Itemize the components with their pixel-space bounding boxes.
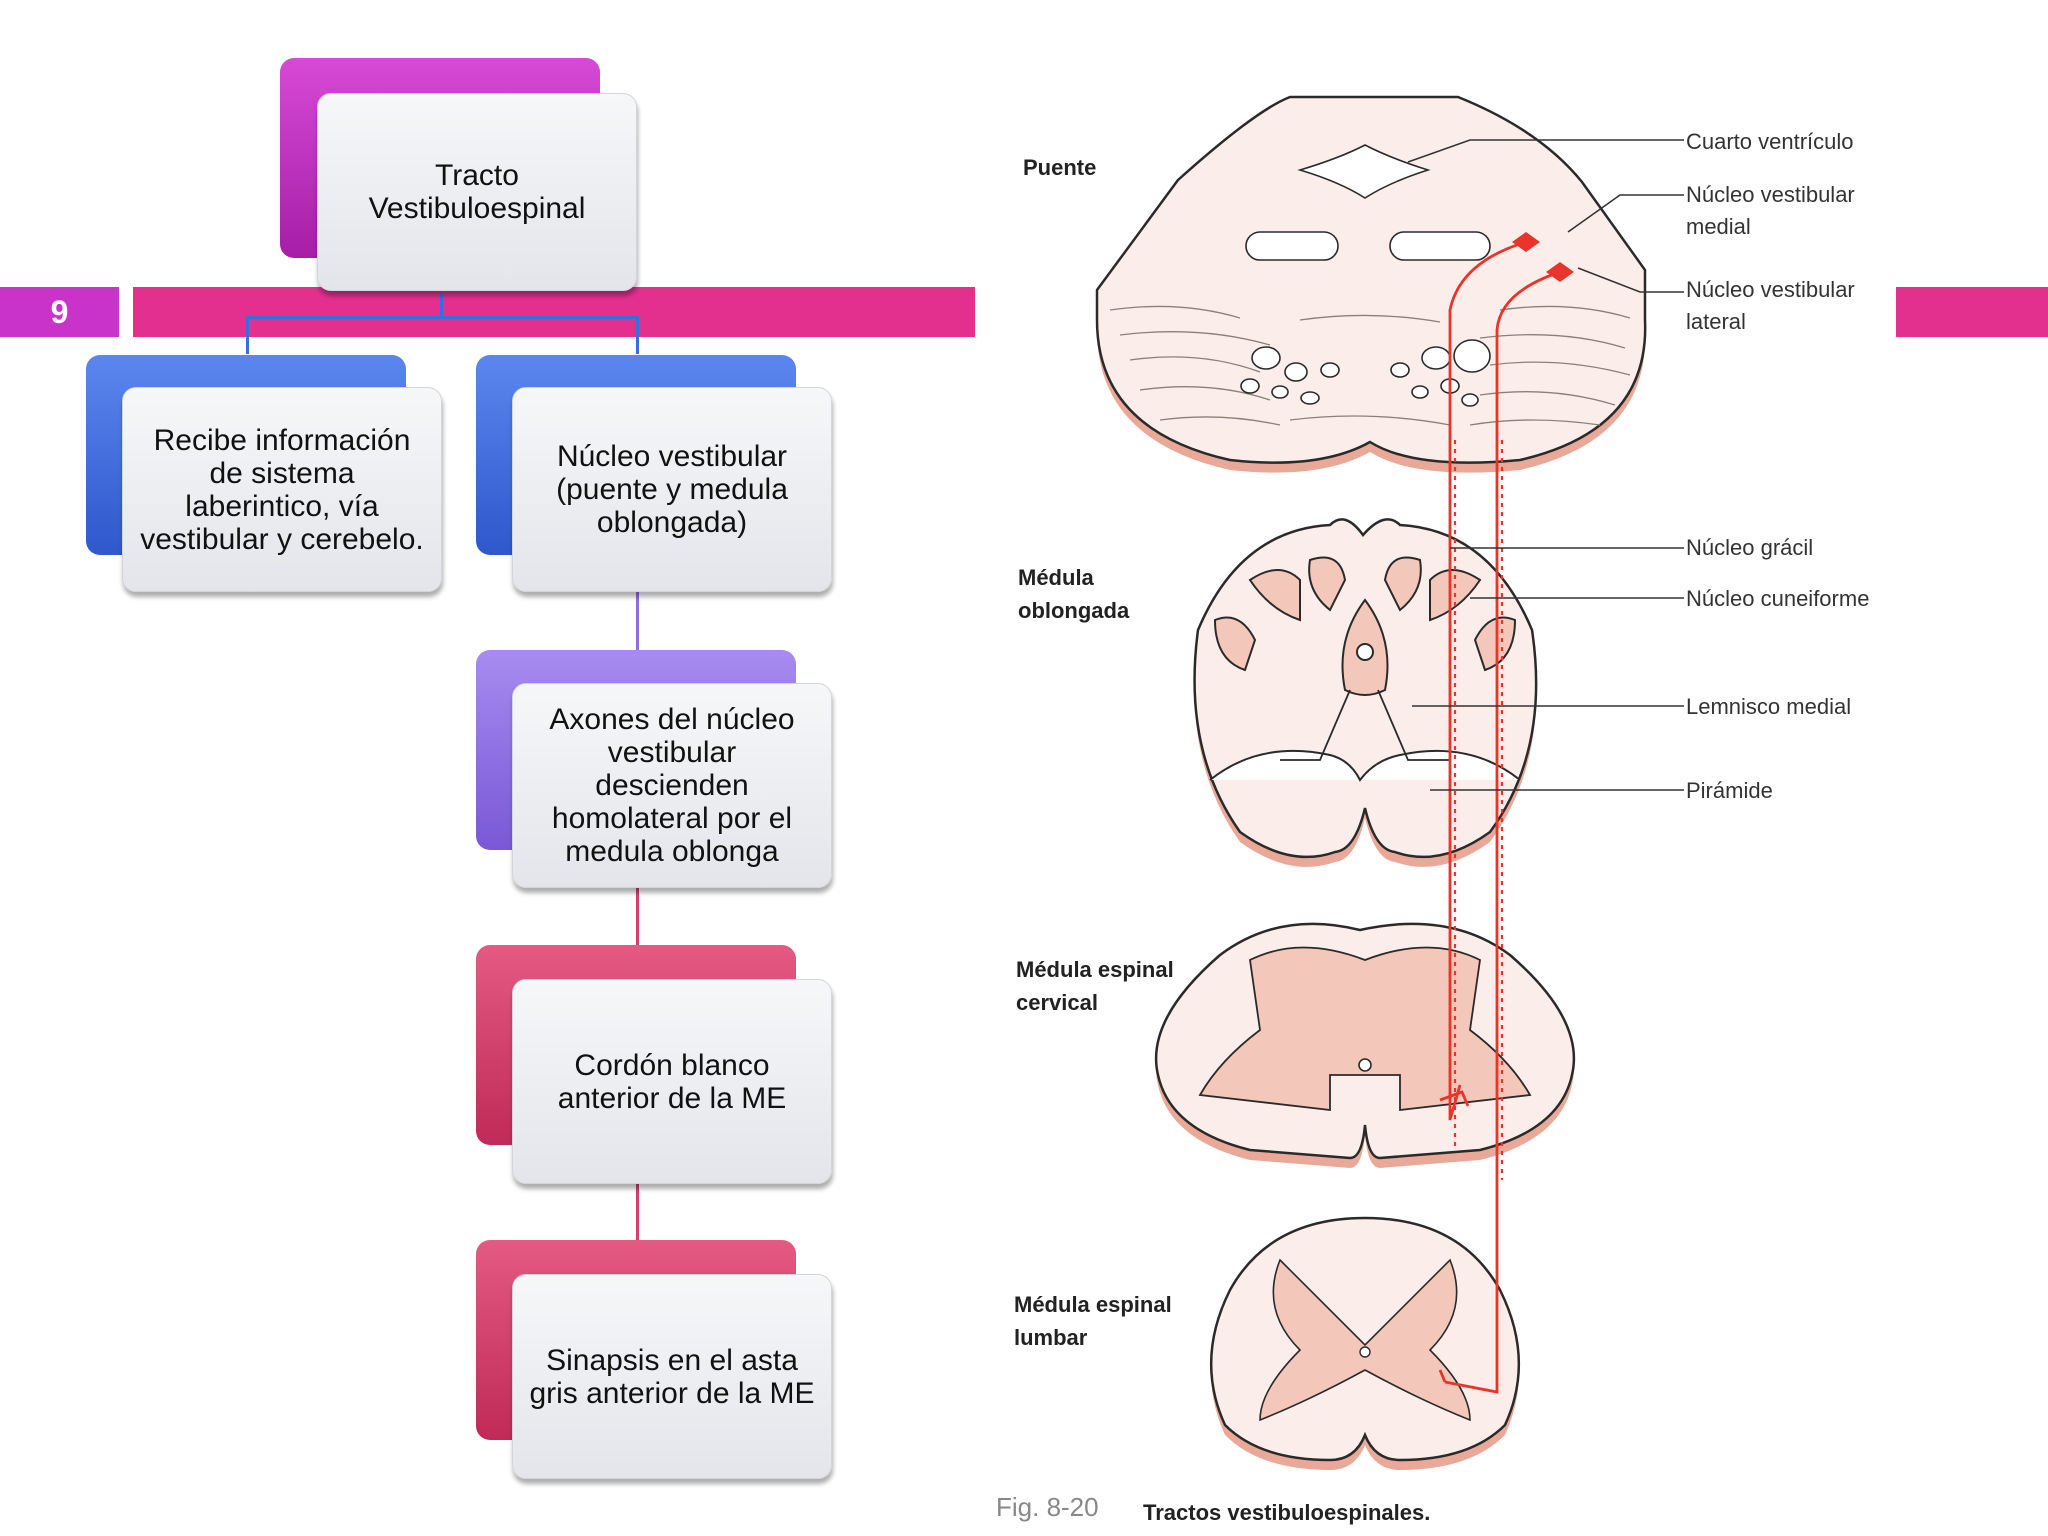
- label-lemniscus: Lemnisco medial: [1686, 694, 1851, 719]
- label-cuneate: Núcleo cuneiforme: [1686, 586, 1869, 611]
- label-medulla-1: Médula: [1018, 565, 1095, 590]
- medulla-section: [1193, 518, 1538, 867]
- figure-caption-title: Tractos vestibuloespinales.: [1143, 1500, 1430, 1525]
- label-medulla-2: oblongada: [1018, 598, 1130, 623]
- label-lateral-nucleus-1: Núcleo vestibular: [1686, 277, 1855, 302]
- header-band: [133, 287, 975, 337]
- label-gracile: Núcleo grácil: [1686, 535, 1813, 560]
- cervical-section: [1154, 922, 1576, 1168]
- label-cervical-1: Médula espinal: [1016, 957, 1174, 982]
- label-pyramid: Pirámide: [1686, 778, 1773, 803]
- label-lumbar-2: lumbar: [1014, 1325, 1088, 1350]
- axons-node: Axones del núcleo vestibular descienden …: [512, 683, 832, 888]
- synapse-node: Sinapsis en el asta gris anterior de la …: [512, 1274, 832, 1479]
- lumbar-section: [1209, 1216, 1521, 1470]
- connector: [636, 885, 639, 945]
- leader-lines: [1407, 139, 1684, 791]
- label-medial-nucleus-2: medial: [1686, 214, 1751, 239]
- slide-number: 9: [0, 287, 119, 337]
- vestibulospinal-tract: [1438, 240, 1561, 1394]
- connector: [636, 590, 639, 650]
- figure-caption-number: Fig. 8-20: [996, 1492, 1099, 1522]
- medial-nucleus-marker: [1546, 262, 1574, 282]
- connector: [246, 316, 249, 354]
- cord-node: Cordón blanco anterior de la ME: [512, 979, 832, 1184]
- info-node: Recibe información de sistema laberintic…: [122, 387, 442, 592]
- header-band-right: [1896, 287, 2048, 337]
- label-medial-nucleus-1: Núcleo vestibular: [1686, 182, 1855, 207]
- pons-section: [1095, 95, 1647, 473]
- label-cervical-2: cervical: [1016, 990, 1098, 1015]
- label-lumbar-1: Médula espinal: [1014, 1292, 1172, 1317]
- connector: [246, 316, 639, 319]
- label-pons: Puente: [1023, 155, 1096, 180]
- connector: [440, 293, 443, 317]
- label-fourth-ventricle: Cuarto ventrículo: [1686, 129, 1854, 154]
- nucleus-node: Núcleo vestibular (puente y medula oblon…: [512, 387, 832, 592]
- label-lateral-nucleus-2: lateral: [1686, 309, 1746, 334]
- connector: [636, 1180, 639, 1240]
- connector: [636, 316, 639, 354]
- tract-dashes: [1453, 440, 1504, 1180]
- root-node: Tracto Vestibuloespinal: [317, 93, 637, 291]
- lateral-nucleus-marker: [1512, 232, 1540, 252]
- vestibulospinal-figure: Puente Médula oblongada Médula espinal c…: [996, 95, 1869, 1525]
